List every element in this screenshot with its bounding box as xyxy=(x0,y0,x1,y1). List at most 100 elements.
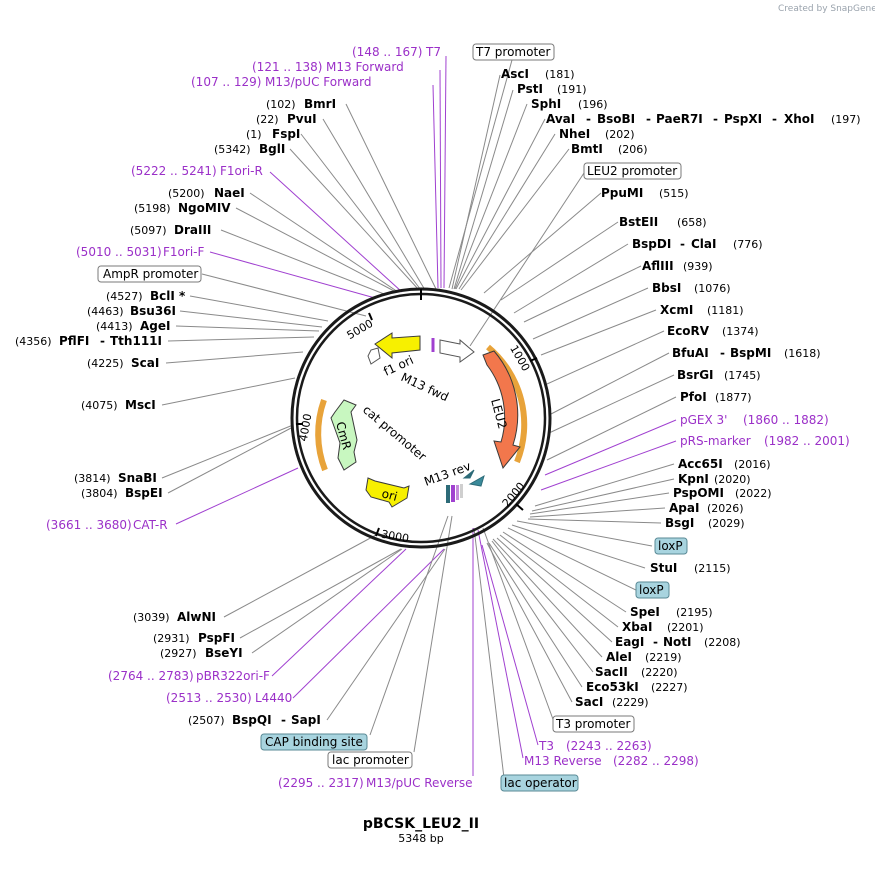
lac-promoter-box[interactable] xyxy=(327,751,413,769)
m13-reverse-primer[interactable]: M13 Reverse xyxy=(524,754,602,768)
tth111i-site[interactable]: Tth111I xyxy=(110,334,162,348)
prs-marker-range: (1982 .. 2001) xyxy=(764,434,850,448)
ecorv-site[interactable]: EcoRV xyxy=(667,324,710,338)
plasmid-backbone xyxy=(290,287,552,549)
clai-site[interactable]: ClaI xyxy=(691,237,716,251)
t7-primer[interactable]: T7 xyxy=(425,45,441,59)
bsrgi-site[interactable]: BsrGI xyxy=(677,368,714,382)
l4440-primer[interactable]: L4440 xyxy=(255,691,292,705)
bspei-site[interactable]: BspEI xyxy=(125,486,163,500)
t3-promoter-bar xyxy=(460,484,463,498)
bgli-site[interactable]: BglI xyxy=(259,142,285,156)
loxp-box-1[interactable] xyxy=(654,537,688,555)
ppumi-site[interactable]: PpuMI xyxy=(601,186,643,200)
bspqi-site[interactable]: BspQI xyxy=(232,713,272,727)
spei-site[interactable]: SpeI xyxy=(630,605,660,619)
noti-site[interactable]: NotI xyxy=(663,635,692,649)
draiii-site[interactable]: DraIII xyxy=(174,223,211,237)
bmti-site[interactable]: BmtI xyxy=(571,142,603,156)
pfoi-site[interactable]: PfoI xyxy=(680,390,707,404)
xcmi-site[interactable]: XcmI xyxy=(660,303,693,317)
fspi-site[interactable]: FspI xyxy=(272,127,300,141)
labels-left: (148 .. 167) T7 (121 .. 138) M13 Forward… xyxy=(15,45,473,790)
paer7i-site[interactable]: PaeR7I xyxy=(656,112,703,126)
bsteii-site[interactable]: BstEII xyxy=(619,215,658,229)
scai-site[interactable]: ScaI xyxy=(131,356,159,370)
bcli-site[interactable]: BclI * xyxy=(150,289,186,303)
sphi-site[interactable]: SphI xyxy=(531,97,561,111)
bsu36i-site[interactable]: Bsu36I xyxy=(130,304,176,318)
leu2-promoter-box[interactable] xyxy=(583,162,682,180)
snabi-site[interactable]: SnaBI xyxy=(118,471,157,485)
bcli-position: (4527) xyxy=(106,290,143,303)
stui-site[interactable]: StuI xyxy=(650,561,677,575)
pgex3-primer[interactable]: pGEX 3' xyxy=(680,413,727,427)
leu2-feature[interactable] xyxy=(482,350,521,470)
pflfi-site[interactable]: PflFI xyxy=(59,334,89,348)
leu2-promoter-feature[interactable] xyxy=(439,338,475,363)
bfuai-site[interactable]: BfuAI xyxy=(672,346,709,360)
bbsi-position: (1076) xyxy=(694,282,731,295)
pvui-site[interactable]: PvuI xyxy=(287,112,317,126)
sapi-site[interactable]: SapI xyxy=(291,713,321,727)
cmr-feature[interactable] xyxy=(330,399,358,471)
cap-binding-site-box[interactable] xyxy=(260,733,368,751)
f1ori-f-primer[interactable]: F1ori-F xyxy=(163,245,204,259)
msci-site[interactable]: MscI xyxy=(125,398,156,412)
pspxi-site[interactable]: PspXI xyxy=(724,112,762,126)
bseyi-site[interactable]: BseYI xyxy=(205,646,243,660)
ppumi-position: (515) xyxy=(659,187,689,200)
lac-operator-box[interactable] xyxy=(500,774,579,792)
t3-bar xyxy=(456,485,459,500)
pbr322ori-f-primer[interactable]: pBR322ori-F xyxy=(196,669,270,683)
draiii-position: (5097) xyxy=(130,224,167,237)
t7-promoter-box[interactable] xyxy=(472,43,555,61)
m13-forward-primer[interactable]: M13 Forward xyxy=(326,60,404,74)
apai-site[interactable]: ApaI xyxy=(669,501,699,515)
alei-site[interactable]: AleI xyxy=(606,650,632,664)
alwni-site[interactable]: AlwNI xyxy=(177,610,216,624)
asci-position: (181) xyxy=(545,68,575,81)
eco53ki-site[interactable]: Eco53kI xyxy=(586,680,639,694)
loxp-box-2[interactable] xyxy=(635,581,670,599)
bmri-position: (102) xyxy=(266,98,296,111)
sacii-site[interactable]: SacII xyxy=(595,665,628,679)
bsobi-site[interactable]: BsoBI xyxy=(597,112,635,126)
nhei-site[interactable]: NheI xyxy=(559,127,590,141)
naei-site[interactable]: NaeI xyxy=(214,186,245,200)
f1ori-r-primer[interactable]: F1ori-R xyxy=(220,164,263,178)
asci-site[interactable]: AscI xyxy=(501,67,529,81)
avai-sep-3: - xyxy=(713,112,718,126)
psti-site[interactable]: PstI xyxy=(517,82,543,96)
m13puc-reverse-primer[interactable]: M13/pUC Reverse xyxy=(366,776,473,790)
ampr-promoter-box[interactable] xyxy=(97,265,202,283)
bspdi-site[interactable]: BspDI xyxy=(632,237,671,251)
bmri-site[interactable]: BmrI xyxy=(304,97,336,111)
kpni-site[interactable]: KpnI xyxy=(678,472,709,486)
ori-feature[interactable] xyxy=(365,477,410,508)
bsu36i-position: (4463) xyxy=(87,305,124,318)
pspfi-site[interactable]: PspFI xyxy=(198,631,235,645)
m13-forward-range: (121 .. 138) xyxy=(252,60,322,74)
eagi-site[interactable]: EagI xyxy=(615,635,644,649)
cap-binding-site-label: CAP binding site xyxy=(265,735,363,749)
cat-r-primer[interactable]: CAT-R xyxy=(133,518,168,532)
pspomi-site[interactable]: PspOMI xyxy=(673,486,724,500)
avai-site[interactable]: AvaI xyxy=(546,112,575,126)
t3-promoter-box[interactable] xyxy=(552,715,635,733)
bspmi-site[interactable]: BspMI xyxy=(730,346,771,360)
agei-site[interactable]: AgeI xyxy=(140,319,170,333)
m13puc-forward-primer[interactable]: M13/pUC Forward xyxy=(265,75,372,89)
saci-site[interactable]: SacI xyxy=(575,695,603,709)
xbai-site[interactable]: XbaI xyxy=(622,620,652,634)
acc65i-site[interactable]: Acc65I xyxy=(678,457,723,471)
xhoi-site[interactable]: XhoI xyxy=(784,112,815,126)
prs-marker-primer[interactable]: pRS-marker xyxy=(680,434,751,448)
bsgi-site[interactable]: BsgI xyxy=(665,516,694,530)
afliii-site[interactable]: AflIII xyxy=(642,259,674,273)
ngomiv-site[interactable]: NgoMIV xyxy=(178,201,231,215)
f1-ori-feature[interactable] xyxy=(374,332,421,360)
t3-primer[interactable]: T3 xyxy=(538,739,554,753)
bbsi-site[interactable]: BbsI xyxy=(652,281,681,295)
